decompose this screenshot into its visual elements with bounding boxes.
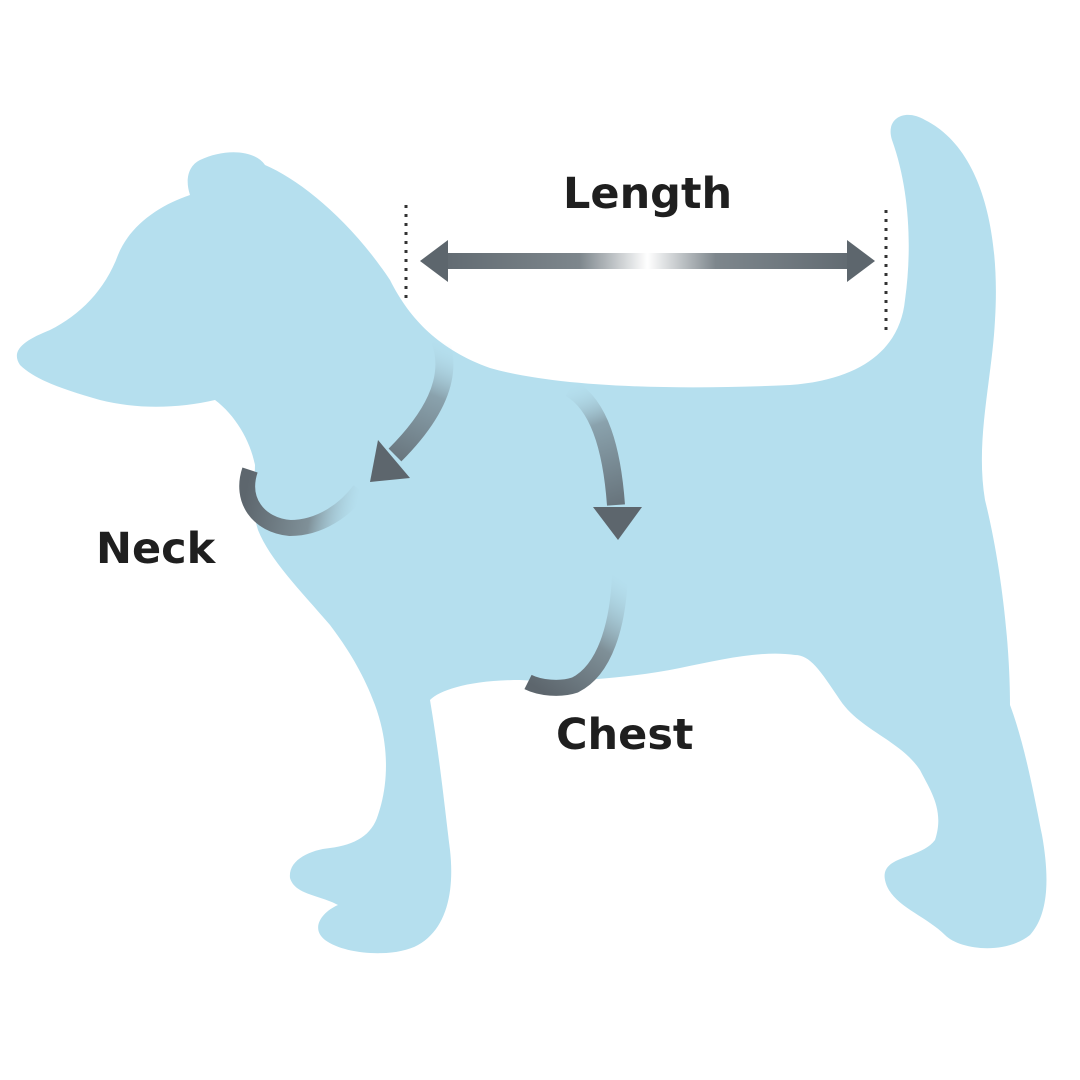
- dog-silhouette: [16, 114, 1047, 954]
- length-arrow-head-right: [847, 240, 875, 282]
- chest-label: Chest: [556, 710, 694, 760]
- chest-arrow-head: [593, 507, 642, 540]
- neck-band-bottom: [239, 467, 367, 537]
- chest-band-bottom: [524, 574, 628, 696]
- neck-band-top: [388, 336, 454, 462]
- neck-arrow-head: [370, 440, 410, 482]
- chest-band-top: [565, 380, 625, 506]
- length-arrow-shaft: [440, 253, 850, 269]
- length-arrow-head-left: [420, 240, 448, 282]
- neck-label: Neck: [96, 524, 216, 574]
- length-label: Length: [563, 169, 733, 219]
